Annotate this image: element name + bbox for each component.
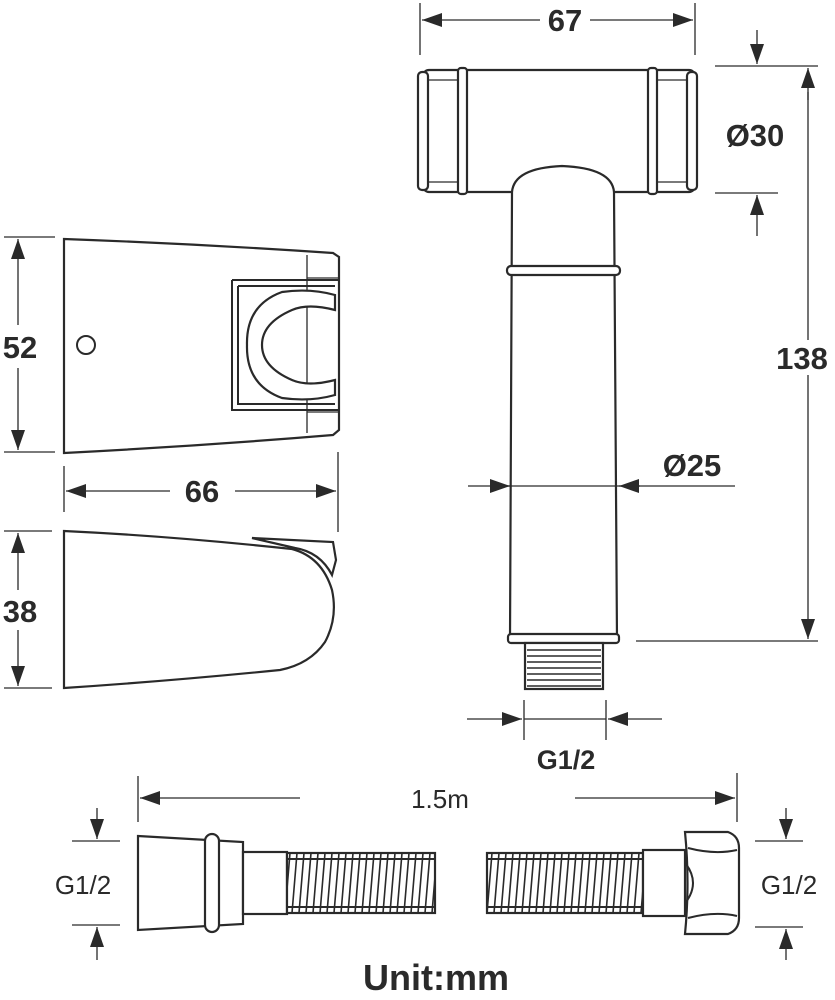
dim-label-67: 67 (548, 3, 582, 38)
dim-label-hose-left-g12: G1/2 (55, 870, 111, 900)
dim-head-diameter: Ø30 (715, 30, 818, 236)
hose-drawing (136, 830, 741, 936)
dim-holder-depth: 38 (3, 530, 52, 689)
dim-label-d30: Ø30 (726, 118, 785, 153)
dim-hose-length: 1.5m (137, 773, 738, 822)
thread-lines (527, 649, 601, 687)
dim-handle-thread: G1/2 (467, 700, 662, 775)
dim-body-diameter: Ø25 (468, 448, 735, 493)
dim-label-hose-right-g12: G1/2 (761, 870, 817, 900)
dim-hose-right-thread: G1/2 (755, 808, 817, 960)
sprayer-handle-drawing (416, 66, 699, 691)
dim-label-138: 138 (776, 341, 828, 376)
holder-side-view (62, 529, 338, 690)
dim-hose-left-thread: G1/2 (55, 808, 120, 960)
hose-right-coils (487, 852, 643, 914)
hose-left-coils (287, 852, 435, 914)
dim-holder-width: 66 (63, 452, 339, 532)
dim-label-38: 38 (3, 594, 37, 629)
dim-handle-length: 67 (419, 3, 696, 55)
dim-handle-height: 138 (636, 68, 828, 642)
dim-holder-height: 52 (3, 236, 55, 453)
unit-label: Unit:mm (363, 957, 509, 998)
dim-label-1-5m: 1.5m (411, 784, 469, 814)
dim-label-handle-g12: G1/2 (537, 745, 596, 775)
dim-label-52: 52 (3, 330, 37, 365)
holder-front-view (62, 237, 341, 455)
dim-label-66: 66 (185, 474, 219, 509)
dim-label-d25: Ø25 (663, 448, 722, 483)
